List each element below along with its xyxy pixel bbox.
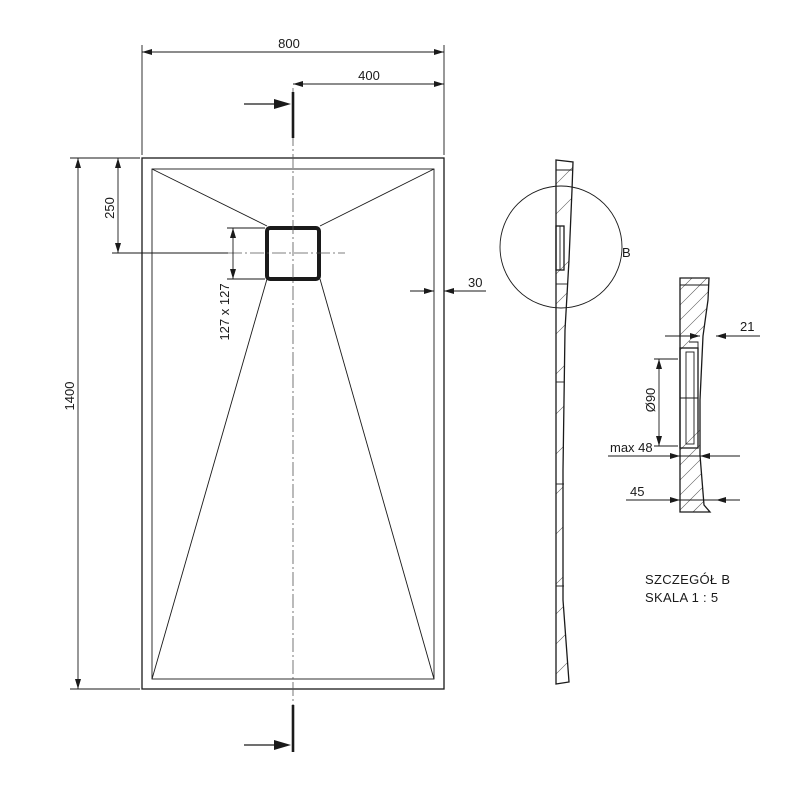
arrow-head	[115, 243, 121, 253]
arrow-head	[656, 359, 662, 369]
drain-offset-dimension: 250	[102, 197, 117, 219]
arrow-head	[230, 228, 236, 238]
detail-scale: SKALA 1 : 5	[645, 590, 718, 605]
arrow-head	[424, 288, 434, 294]
arrow-head	[230, 269, 236, 279]
tray-height-dimension: 45	[630, 484, 644, 499]
arrow-head	[75, 158, 81, 168]
detail-b-circle	[499, 185, 623, 309]
arrow-head	[115, 158, 121, 168]
drain-size-dimension: 127 x 127	[217, 283, 232, 340]
width-dimension: 800	[278, 36, 300, 51]
slope-line-bottom-right	[319, 278, 435, 680]
detail-title: SZCZEGÓŁ B	[645, 572, 730, 587]
rim-dimension: 30	[468, 275, 482, 290]
detail-rim-dimension: 21	[740, 319, 754, 334]
arrow-head	[656, 436, 662, 446]
arrow-head	[444, 288, 454, 294]
arrow-head	[690, 333, 700, 339]
detail-hatching	[680, 278, 710, 512]
arrow-head	[670, 453, 680, 459]
slope-line-bottom-left	[151, 278, 268, 680]
arrow-head	[716, 497, 726, 503]
arrow-head	[670, 497, 680, 503]
section-arrow-bottom-head	[274, 740, 291, 750]
detail-b-view: 21 Ø90 max 48 45 SZCZEGÓŁ B SKALA 1 : 5	[608, 277, 760, 605]
tray-inner-outline	[151, 168, 435, 680]
slope-line-top-right	[319, 168, 435, 227]
plan-dimensions: 800 400 1400 250 127 x 127 30	[62, 36, 486, 690]
arrow-head	[434, 81, 444, 87]
detail-b-marker: B	[622, 245, 631, 260]
plan-view	[141, 88, 445, 752]
detail-outline	[679, 277, 712, 513]
section-view: B	[499, 159, 631, 685]
arrow-head	[700, 453, 710, 459]
section-outline	[555, 159, 574, 685]
max-height-dimension: max 48	[610, 440, 653, 455]
half-width-dimension: 400	[358, 68, 380, 83]
drain-diameter-dimension: Ø90	[643, 388, 658, 413]
section-arrow-top-head	[274, 99, 291, 109]
length-dimension: 1400	[62, 382, 77, 411]
detail-drain-flange	[689, 341, 699, 348]
arrow-head	[75, 679, 81, 689]
arrow-head	[142, 49, 152, 55]
slope-line-top-left	[151, 168, 268, 227]
arrow-head	[716, 333, 726, 339]
arrow-head	[434, 49, 444, 55]
arrow-head	[293, 81, 303, 87]
